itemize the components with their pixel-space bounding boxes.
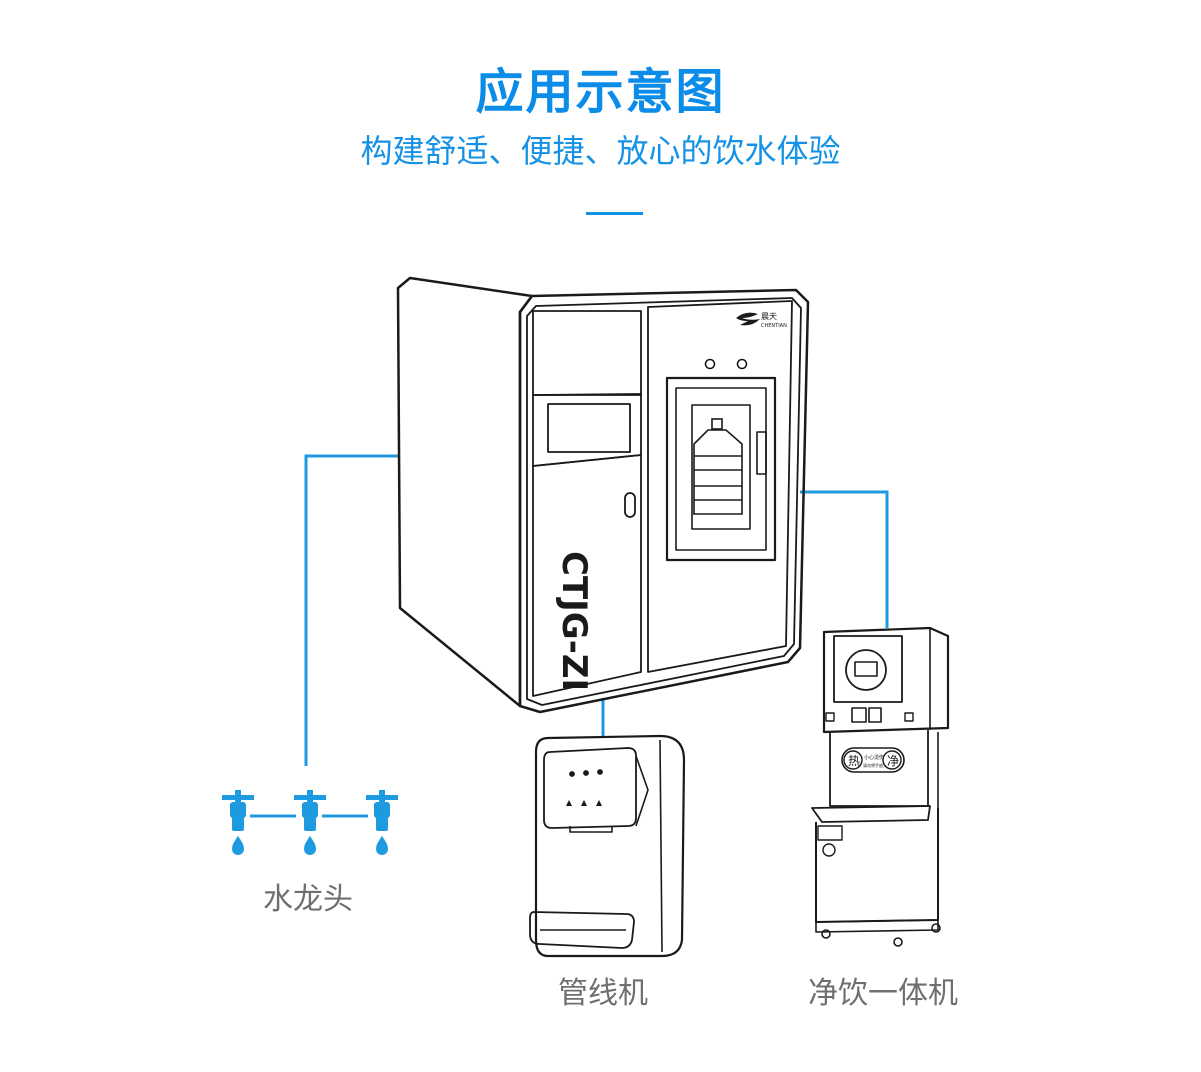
wheel-front-right [893,937,903,947]
main-device [396,276,810,714]
window-latch [756,431,767,475]
brand-logo-icon [736,312,760,326]
page-subtitle: 构建舒适、便捷、放心的饮水体验 [360,132,841,170]
indicator-right [736,358,748,370]
title-divider [586,212,643,215]
panel-warning-line2: 请勿将手放入 [863,762,887,768]
hot-char: 热 [848,754,860,768]
line-to-combo [800,490,889,628]
connection-lines [250,454,889,818]
faucet-icon [222,790,254,855]
faucet-icon [366,790,398,855]
pure-char: 净 [887,754,899,768]
door-handle [624,492,636,518]
faucet-group [222,790,398,855]
combo-drip-shelf [811,805,931,823]
indicator-left [704,358,716,370]
left-cabinet-door [532,454,642,697]
panel-warning-line1: 小心烫伤 [864,754,884,761]
combo-machine [811,626,950,947]
combo-screen-panel [833,635,903,703]
page-title: 应用示意图 [475,64,726,120]
combo-dial [845,649,887,691]
combo-label: 净饮一体机 [808,976,958,1011]
model-text: CTJG-ZI [554,551,594,691]
device-front-outer [518,288,810,714]
wheel-back-right [931,923,941,933]
left-upper-panel [532,310,642,396]
pure-button [882,750,902,770]
bucket-frame-outer [665,376,777,562]
wheel-front-left [821,929,831,939]
water-drop-icon [304,836,316,855]
water-drop-icon [232,836,244,855]
display-window [547,403,631,453]
line-to-faucets [304,454,398,766]
pipeline-label: 管线机 [558,976,648,1011]
pipeline-drip-tray [529,911,635,949]
hot-button [843,750,863,770]
brand-name-en: CHENTIAN [761,323,787,329]
pipeline-front-panel [543,747,637,829]
water-drop-icon [376,836,388,855]
right-door [647,300,793,673]
bucket-window [691,404,751,530]
combo-label-panel [841,747,905,773]
pipeline-machine [529,734,686,958]
water-bottle-icon [693,418,743,515]
brand-name-cn: 晨天 [761,312,777,321]
faucet-icon [294,790,326,855]
device-side [396,276,534,708]
faucet-label: 水龙头 [263,882,353,917]
